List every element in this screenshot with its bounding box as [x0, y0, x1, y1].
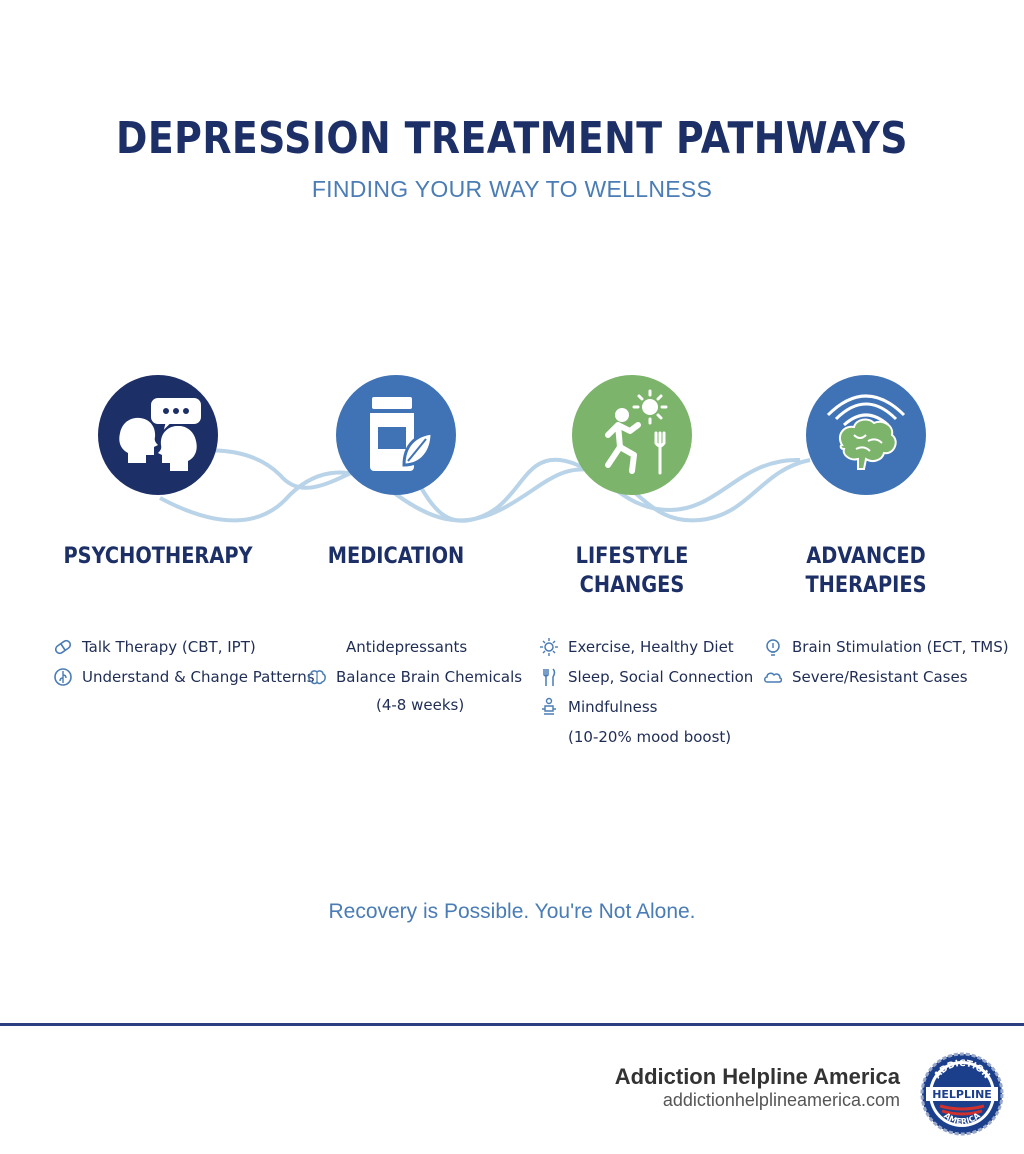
- brain-waves-icon: [826, 394, 906, 470]
- advanced-circle: [806, 375, 926, 495]
- pill-icon: [54, 639, 72, 655]
- medication-items: Antidepressants Balance Brain Chemicals …: [306, 632, 522, 718]
- list-item: Brain Stimulation (ECT, TMS): [762, 632, 1009, 662]
- page-title: DEPRESSION TREATMENT PATHWAYS: [116, 113, 908, 164]
- page-subtitle: FINDING YOUR WAY TO WELLNESS: [311, 176, 713, 202]
- medication-circle: [336, 375, 456, 495]
- lifestyle-circle: [572, 375, 692, 495]
- pathway-wave: [159, 448, 811, 523]
- list-item-text: Mindfulness: [568, 698, 658, 716]
- heading-lifestyle-line2: CHANGES: [579, 573, 685, 598]
- bulb-icon: [766, 639, 780, 656]
- list-item-text: Brain Stimulation (ECT, TMS): [792, 638, 1009, 656]
- lifestyle-items: Exercise, Healthy Diet Sleep, Social Con…: [538, 632, 753, 752]
- tagline: Recovery is Possible. You're Not Alone.: [328, 900, 696, 923]
- talking-heads-icon: [119, 396, 203, 471]
- list-item-text: Talk Therapy (CBT, IPT): [82, 638, 256, 656]
- brain-icon: [308, 670, 326, 685]
- list-item: Severe/Resistant Cases: [762, 662, 1009, 692]
- brand-url: addictionhelplineamerica.com: [662, 1090, 900, 1110]
- heading-advanced: ADVANCED THERAPIES: [760, 542, 971, 600]
- helpline-seal-logo: ADDICTION HELPLINE AMERICA: [920, 1052, 1004, 1136]
- psychotherapy-circle: [98, 375, 218, 495]
- running-person-icon: [605, 389, 668, 475]
- list-item: Exercise, Healthy Diet: [538, 632, 753, 662]
- list-item: Sleep, Social Connection: [538, 662, 753, 692]
- footer-divider: [0, 1023, 1024, 1026]
- leaf-icon: [54, 668, 72, 686]
- heading-lifestyle-line1: LIFESTYLE: [575, 544, 689, 569]
- heading-psychotherapy: PSYCHOTHERAPY: [63, 544, 253, 569]
- list-item-text: (4-8 weeks): [376, 696, 465, 714]
- list-item-text: Antidepressants: [346, 638, 468, 656]
- list-item-text: Understand & Change Patterns: [82, 668, 315, 686]
- heading-advanced-line1: ADVANCED: [806, 544, 926, 569]
- list-item-text: (10-20% mood boost): [568, 728, 732, 746]
- list-item-text: Sleep, Social Connection: [568, 668, 754, 686]
- advanced-items: Brain Stimulation (ECT, TMS) Severe/Resi…: [762, 632, 1009, 692]
- medicine-bottle-icon: [370, 397, 434, 471]
- list-item: Mindfulness: [538, 692, 753, 722]
- cloud-icon: [764, 672, 783, 683]
- sun-icon: [540, 638, 558, 656]
- heading-lifestyle: LIFESTYLE CHANGES: [526, 542, 737, 600]
- list-item-text: Exercise, Healthy Diet: [568, 638, 734, 656]
- meditation-icon: [542, 697, 556, 715]
- list-item: Antidepressants: [306, 632, 522, 662]
- list-item: Balance Brain Chemicals: [306, 662, 522, 692]
- list-item: Talk Therapy (CBT, IPT): [52, 632, 315, 662]
- list-item: Understand & Change Patterns: [52, 662, 315, 692]
- fork-icon: [543, 668, 556, 686]
- brand-name: Addiction Helpline America: [614, 1064, 900, 1089]
- heading-advanced-line2: THERAPIES: [805, 573, 927, 598]
- logo-middle-text: HELPLINE: [932, 1088, 992, 1101]
- list-item: (4-8 weeks): [306, 692, 522, 718]
- list-item-text: Severe/Resistant Cases: [792, 668, 968, 686]
- psychotherapy-items: Talk Therapy (CBT, IPT) Understand & Cha…: [52, 632, 315, 692]
- list-item: (10-20% mood boost): [538, 722, 753, 752]
- list-item-text: Balance Brain Chemicals: [336, 668, 523, 686]
- heading-medication: MEDICATION: [327, 544, 465, 569]
